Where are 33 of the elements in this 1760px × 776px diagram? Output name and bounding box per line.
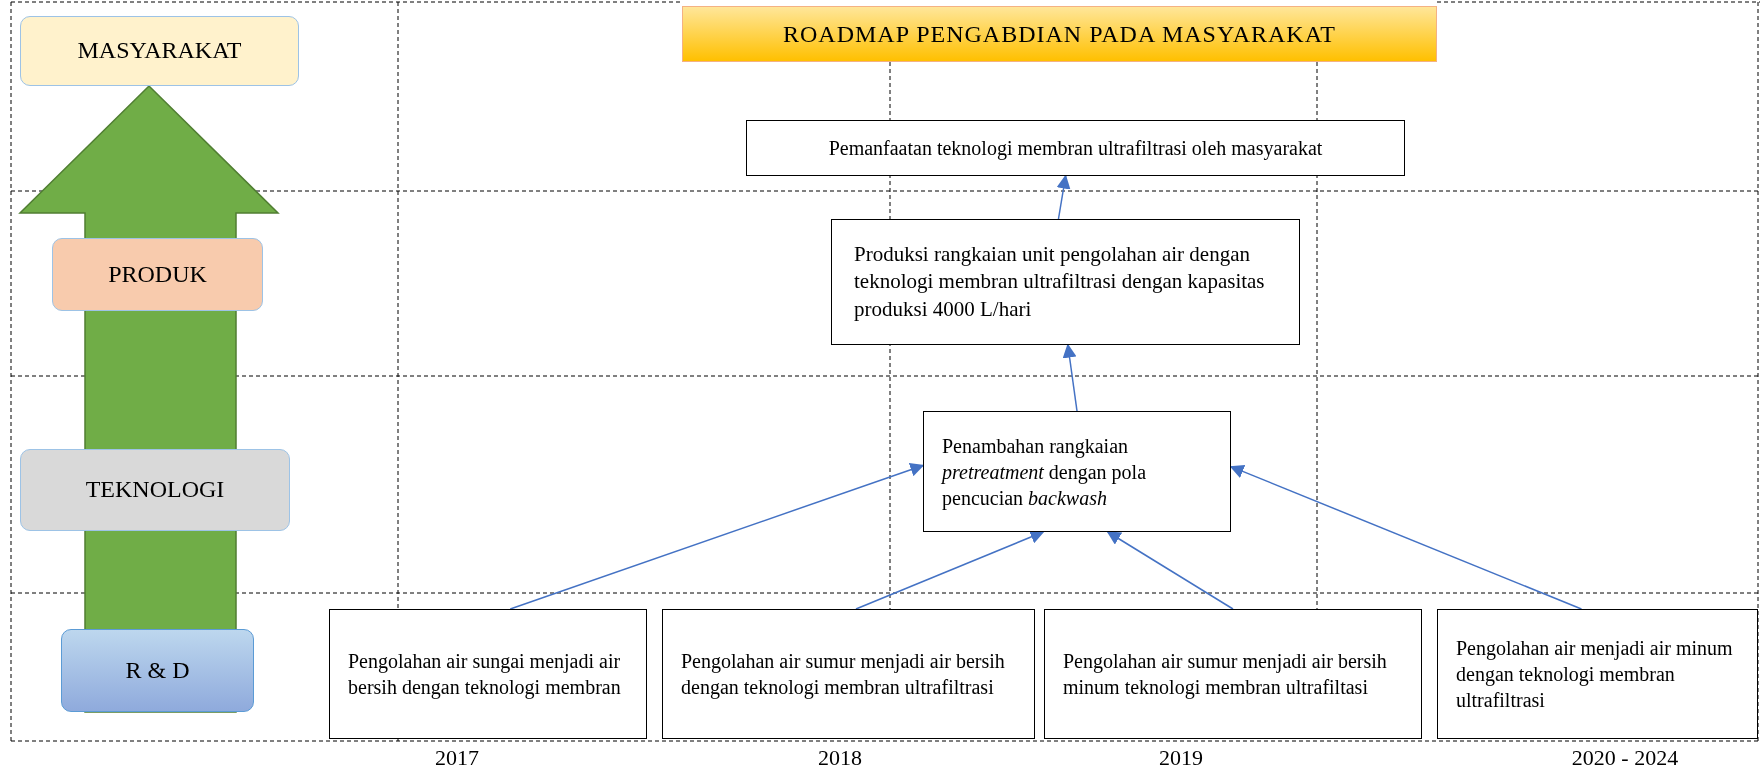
category-label: TEKNOLOGI xyxy=(85,475,225,505)
arrow xyxy=(1056,174,1071,220)
arrow xyxy=(509,463,925,610)
process-box xyxy=(329,609,647,739)
process-text: Pemanfaatan teknologi membran ultrafiltrasi oleh masyarakat xyxy=(828,136,1323,161)
category-box xyxy=(52,238,263,311)
process-text: Pengolahan air sungai menjadi air bersih dengan teknologi membran xyxy=(348,649,622,700)
process-text: Pengolahan air sumur menjadi air bersih minum teknologi membran ultrafiltasi xyxy=(1063,649,1388,700)
process-box xyxy=(662,609,1035,739)
category-label: R & D xyxy=(125,655,190,685)
category-box xyxy=(61,629,254,712)
year-label: 2018 xyxy=(818,745,862,771)
process-box xyxy=(923,411,1231,532)
category-label: MASYARAKAT xyxy=(77,36,242,66)
year-label: 2019 xyxy=(1159,745,1203,771)
process-text: Produksi rangkaian unit pengolahan air dengan teknologi membran ultrafiltrasi dengan kapasitas produksi 4000 L/hari xyxy=(854,241,1266,323)
category-box xyxy=(20,449,290,531)
process-box xyxy=(1437,609,1758,739)
year-label: 2017 xyxy=(435,745,479,771)
arrow xyxy=(855,530,1045,610)
process-text: Penambahan rangkaian pretreatment dengan pola pencucian backwash xyxy=(942,433,1147,511)
arrow xyxy=(1229,464,1583,610)
process-box xyxy=(746,120,1405,176)
arrow xyxy=(1106,531,1234,610)
title-banner: ROADMAP PENGABDIAN PADA MASYARAKAT xyxy=(682,6,1437,62)
process-text: Pengolahan air menjadi air minum dengan teknologi membran ultrafiltrasi xyxy=(1456,636,1734,713)
category-label: PRODUK xyxy=(108,259,207,289)
process-text: Pengolahan air sumur menjadi air bersih dengan teknologi membran ultrafiltrasi xyxy=(681,649,1006,700)
year-label: 2020 - 2024 xyxy=(1571,745,1679,771)
process-box xyxy=(831,219,1300,345)
arrow xyxy=(1062,343,1078,412)
category-box xyxy=(20,16,299,86)
process-box xyxy=(1044,609,1422,739)
